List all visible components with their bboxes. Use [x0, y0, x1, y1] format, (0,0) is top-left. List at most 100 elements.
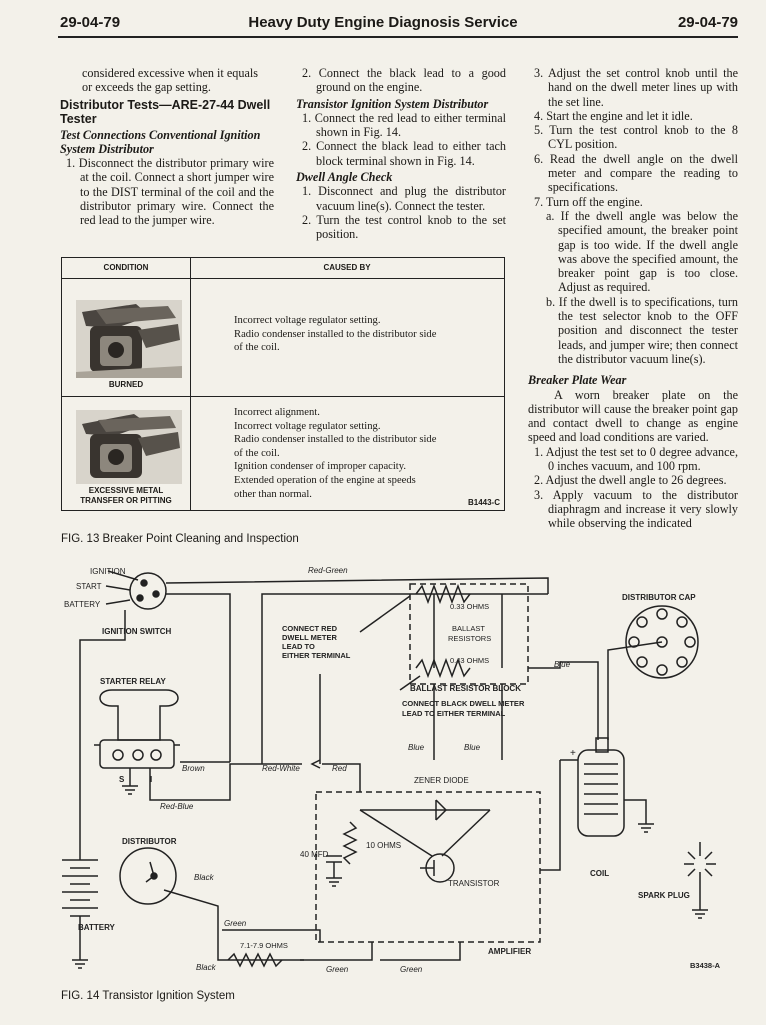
label-717-ohms: 7.1-7.9 OHMS [240, 941, 288, 950]
label-10-ohms: 10 OHMS [366, 841, 401, 850]
note-connect-black: CONNECT BLACK DWELL METER LEAD TO EITHER… [402, 699, 525, 718]
condition-pitting-line: TRANSFER OR PITTING [80, 496, 172, 505]
step-7a: a. If the dwell angle was below the spec… [546, 208, 738, 295]
label-red-green: Red-Green [308, 566, 348, 575]
header-rule [58, 36, 738, 38]
subsection-heading-breaker: Breaker Plate Wear [528, 373, 627, 388]
figure-code: B1443-C [467, 498, 500, 507]
label-transistor: TRANSISTOR [448, 879, 500, 888]
cause-line: Incorrect voltage regulator setting. [234, 315, 381, 326]
note-connect-red: CONNECT RED DWELL METER LEAD TO EITHER T… [282, 624, 351, 660]
label-ballast: BALLAST [452, 624, 485, 633]
svg-text:CONNECT RED: CONNECT RED [282, 624, 338, 633]
wire-blue-coil [528, 661, 599, 740]
cause-line: other than normal. [234, 488, 312, 500]
distributor-cap [625, 605, 699, 679]
wire-red-blue [149, 763, 302, 801]
table-column-divider [190, 258, 192, 510]
wire-amp-right [441, 809, 491, 857]
section-heading: Distributor Tests—ARE-27-44 Dwell Tester [60, 97, 271, 126]
column-3: 3. Adjust the set control knob until the… [528, 66, 738, 531]
zener-diode [435, 799, 448, 821]
distributor [119, 847, 177, 905]
label-ignition: IGNITION [90, 567, 126, 576]
label-green-1: Green [224, 919, 247, 928]
table-header-rule [62, 278, 504, 280]
label-40-mfd: 40 MFD [300, 850, 329, 859]
transistor-ignition-diagram: IGNITION START BATTERY IGNITION SWITCH R… [62, 566, 721, 974]
label-ignition-switch: IGNITION SWITCH [102, 627, 172, 636]
label-033-ohms: 0.33 OHMS [450, 602, 489, 611]
label-start: START [76, 582, 102, 591]
page-number-left: 29-04-79 [60, 14, 121, 31]
label-battery-2: BATTERY [78, 923, 116, 932]
dwell-step-2: 2. Turn the test control knob to the set… [302, 212, 506, 242]
page-number-right: 29-04-79 [677, 14, 738, 31]
breaker-step-3: 3. Apply vacuum to the distributor diaph… [534, 487, 738, 531]
cause-line: of the coil. [234, 447, 280, 459]
wire-red-amp [322, 763, 361, 792]
wire-cap-coil [607, 641, 663, 740]
subsection-heading-transistor: Transistor Ignition System Distributor [296, 96, 489, 111]
ballast-resistor-block [409, 583, 529, 685]
label-green-2: Green [326, 965, 349, 974]
label-i: I [150, 775, 152, 784]
wire-switch-relay [166, 593, 231, 762]
step-2: 2. Connect the black lead to a good grou… [302, 66, 506, 95]
svg-text:EITHER TERMINAL: EITHER TERMINAL [282, 651, 351, 660]
label-distributor: DISTRIBUTOR [122, 837, 177, 846]
label-s: S [119, 775, 125, 784]
step-4: 4. Start the engine and let it idle. [534, 108, 693, 123]
svg-text:CONNECT BLACK DWELL METER: CONNECT BLACK DWELL METER [402, 699, 525, 708]
cause-line: Incorrect alignment. [234, 407, 320, 418]
cause-line: Radio condenser installed to the distrib… [234, 328, 437, 340]
burned-point-photo [76, 300, 182, 378]
cause-line: Ignition condenser of improper capacity. [234, 461, 406, 473]
label-amplifier: AMPLIFIER [488, 947, 531, 956]
ignition-coil [577, 737, 625, 837]
resistor-043 [415, 657, 471, 679]
figure-13-caption: FIG. 13 Breaker Point Cleaning and Inspe… [61, 533, 299, 545]
running-title: Heavy Duty Engine Diagnosis Service [248, 14, 518, 31]
svg-text:LEAD TO EITHER TERMINAL: LEAD TO EITHER TERMINAL [402, 709, 506, 718]
step-1: 1. Disconnect the distributor primary wi… [66, 156, 274, 228]
svg-text:LEAD TO: LEAD TO [282, 642, 315, 651]
spark-plug [684, 842, 716, 919]
svg-text:DWELL METER: DWELL METER [282, 633, 337, 642]
resistor-717 [227, 952, 283, 968]
label-black-2: Black [196, 963, 217, 972]
label-green-3: Green [400, 965, 423, 974]
ignition-switch [105, 570, 167, 610]
page-header: 29-04-79 Heavy Duty Engine Diagnosis Ser… [0, 14, 766, 38]
label-blue-right: Blue [464, 743, 481, 752]
wire-green-1 [222, 929, 321, 942]
wire-amp-coil [540, 760, 561, 871]
subsection-heading: Test Connections Conventional Ignition S… [60, 127, 261, 156]
step-7b: b. If the dwell is to specifications, tu… [546, 294, 738, 366]
cause-line: Radio condenser installed to the distrib… [234, 434, 437, 446]
battery [62, 738, 98, 969]
label-red-blue: Red-Blue [160, 802, 194, 811]
transistor-step-1: 1. Connect the red lead to either termin… [302, 110, 506, 140]
dwell-step-1: 1. Disconnect and plug the distributor v… [302, 184, 506, 213]
label-red: Red [332, 764, 347, 773]
breaker-step-2: 2. Adjust the dwell angle to 26 degrees. [534, 473, 727, 488]
wire-green-3 [380, 942, 461, 961]
column-2: 2. Connect the black lead to a good grou… [296, 66, 506, 242]
cause-line: Extended operation of the engine at spee… [234, 474, 416, 486]
label-blue-left: Blue [408, 743, 425, 752]
resistor-10-ohm [342, 821, 358, 865]
starter-relay [94, 689, 180, 769]
text-continuation-2: or exceeds the gap setting. [82, 80, 211, 95]
column-1: considered excessive when it equals or e… [60, 66, 274, 228]
step-6: 6. Read the dwell angle on the dwell met… [534, 151, 738, 195]
wire-green-2 [300, 942, 373, 961]
subsection-heading-dwell: Dwell Angle Check [296, 170, 393, 185]
label-blue-coil: Blue [554, 660, 571, 669]
column-header-condition: CONDITION [103, 263, 149, 272]
condition-pitting-line: EXCESSIVE METAL [88, 486, 164, 495]
condition-pitting-label: EXCESSIVE METAL TRANSFER OR PITTING [62, 486, 190, 506]
step-3: 3. Adjust the set control knob until the… [534, 66, 738, 109]
amplifier-box [315, 791, 541, 943]
table-row-divider [62, 396, 504, 398]
